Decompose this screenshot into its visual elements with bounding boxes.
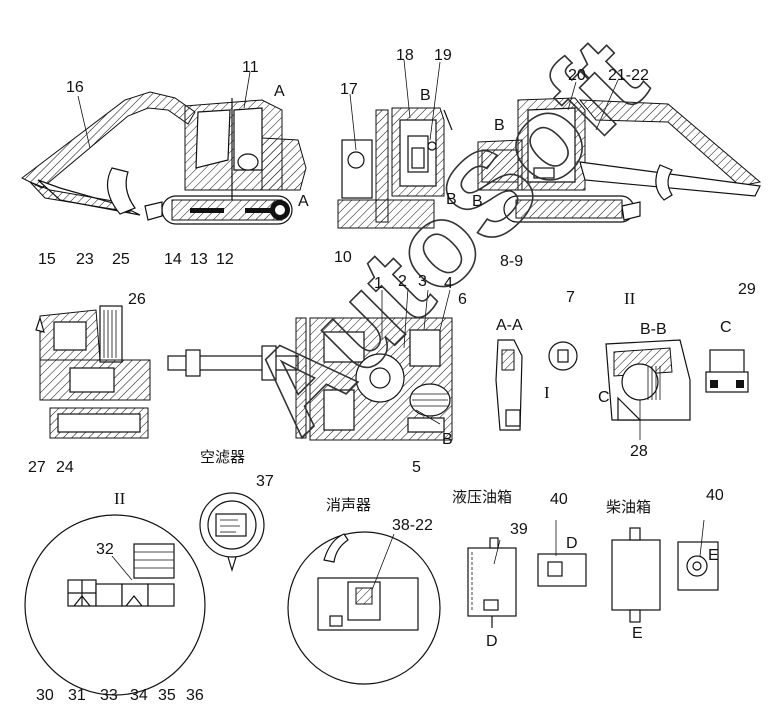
section-i: I bbox=[544, 383, 550, 402]
label-18: 18 bbox=[396, 47, 414, 64]
label-19: 19 bbox=[434, 47, 452, 64]
section-d-right: D bbox=[566, 535, 578, 552]
section-b-right-top: B bbox=[494, 117, 505, 134]
label-1: 1 bbox=[374, 275, 383, 292]
label-23: 23 bbox=[76, 251, 94, 268]
caption-hydraulic-tank: 液压油箱 bbox=[452, 488, 512, 506]
label-5: 5 bbox=[412, 459, 421, 476]
section-b-b: B-B bbox=[640, 321, 667, 338]
label-32: 32 bbox=[96, 541, 114, 558]
label-11: 11 bbox=[242, 59, 259, 76]
label-20: 20 bbox=[568, 67, 586, 84]
label-35: 35 bbox=[158, 687, 176, 704]
detail-ii-view bbox=[24, 514, 206, 696]
section-c-right: C bbox=[720, 319, 732, 336]
frame-section-view bbox=[35, 305, 151, 439]
label-7: 7 bbox=[566, 289, 575, 306]
label-28: 28 bbox=[630, 443, 648, 460]
label-14: 14 bbox=[164, 251, 182, 268]
section-ii-bottom: II bbox=[114, 489, 126, 508]
excavator-side-view-right bbox=[477, 97, 762, 223]
section-d-bottom: D bbox=[486, 633, 498, 650]
label-2: 2 bbox=[398, 273, 407, 290]
label-17: 17 bbox=[340, 81, 358, 98]
label-25: 25 bbox=[112, 251, 130, 268]
label-8-9: 8-9 bbox=[500, 253, 523, 270]
caption-muffler: 消声器 bbox=[326, 496, 371, 514]
label-40-diesel: 40 bbox=[706, 487, 724, 504]
label-34: 34 bbox=[130, 687, 148, 704]
label-12: 12 bbox=[216, 251, 234, 268]
section-b-base: B bbox=[446, 191, 457, 208]
section-b-cab: B bbox=[420, 87, 431, 104]
label-40-hydraulic: 40 bbox=[550, 491, 568, 508]
section-ii-top: II bbox=[624, 289, 636, 308]
caption-air-filter: 空滤器 bbox=[200, 448, 245, 466]
label-13: 13 bbox=[190, 251, 208, 268]
label-31: 31 bbox=[68, 687, 86, 704]
label-16: 16 bbox=[66, 79, 84, 96]
section-c-left: C bbox=[598, 389, 610, 406]
hydraulic-section-view bbox=[167, 317, 453, 441]
hydraulic-tank-view bbox=[467, 537, 587, 628]
label-30: 30 bbox=[36, 687, 54, 704]
label-37: 37 bbox=[256, 473, 274, 490]
label-26: 26 bbox=[128, 291, 146, 308]
label-15: 15 bbox=[38, 251, 56, 268]
label-39: 39 bbox=[510, 521, 528, 538]
label-36: 36 bbox=[186, 687, 204, 704]
section-b-b-view bbox=[605, 339, 749, 421]
section-a-top: A bbox=[274, 83, 285, 100]
muffler-view bbox=[287, 531, 441, 685]
section-a-a-view bbox=[495, 339, 578, 431]
label-27: 27 bbox=[28, 459, 46, 476]
section-e-bottom: E bbox=[632, 625, 643, 642]
section-b-right-bottom: B bbox=[472, 193, 483, 210]
label-24: 24 bbox=[56, 459, 74, 476]
excavator-side-view-left bbox=[21, 91, 307, 225]
section-a-bottom: A bbox=[298, 193, 309, 210]
air-filter-view bbox=[199, 492, 265, 573]
label-6: 6 bbox=[458, 291, 467, 308]
cab-section-view bbox=[337, 107, 453, 229]
diesel-tank-view bbox=[611, 527, 719, 623]
section-b-hydraulic: B bbox=[442, 431, 453, 448]
label-21-22: 21-22 bbox=[608, 67, 649, 84]
section-e-right: E bbox=[708, 547, 719, 564]
label-38-22: 38-22 bbox=[392, 517, 433, 534]
label-10: 10 bbox=[334, 249, 352, 266]
section-a-a: A-A bbox=[496, 317, 523, 334]
label-4: 4 bbox=[444, 275, 453, 292]
leader-lines bbox=[77, 59, 705, 591]
caption-diesel-tank: 柴油箱 bbox=[606, 498, 651, 516]
label-29: 29 bbox=[738, 281, 756, 298]
label-3: 3 bbox=[418, 273, 427, 290]
label-33: 33 bbox=[100, 687, 118, 704]
